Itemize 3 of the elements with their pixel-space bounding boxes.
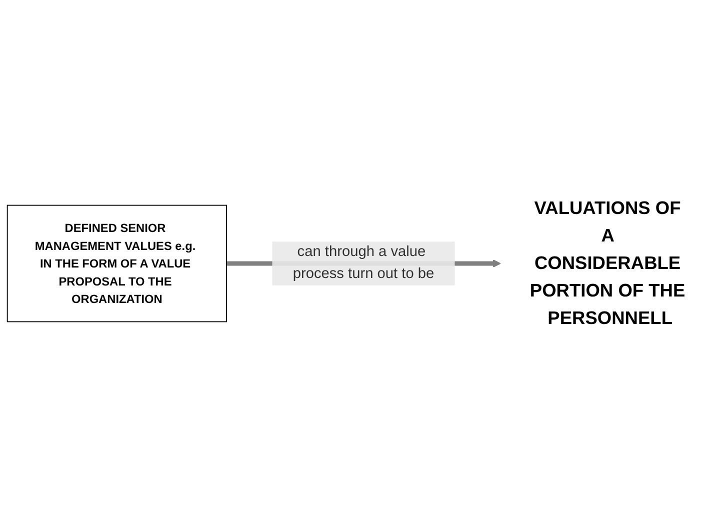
node-text: VALUATIONS OF A CONSIDERABLE PORTION OF THE PERSONNELL — [530, 198, 686, 328]
node-box: DEFINED SENIOR MANAGEMENT VALUES e.g. IN THE FORM OF A VALUE PROPOSAL TO THE ORGANIZATION — [6, 204, 227, 322]
edge-label: can through a value process turn out to be — [292, 244, 434, 282]
